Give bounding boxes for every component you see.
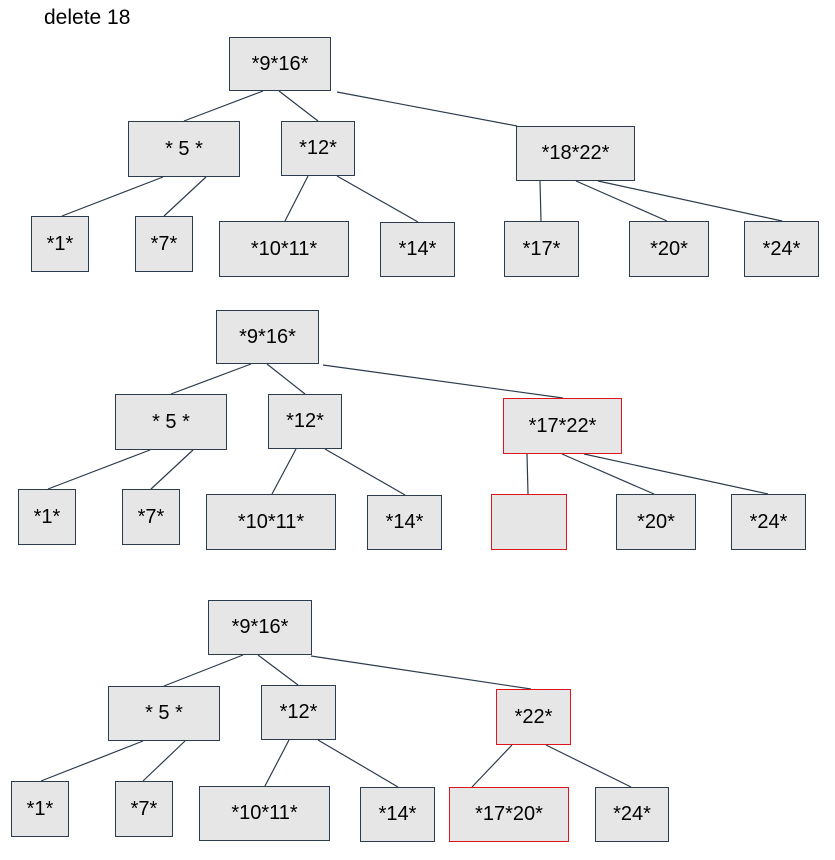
edge [47,449,151,490]
tree3-leaf-node: *7* [115,781,173,837]
edge [163,654,244,687]
tree2-internal-node: *12* [268,394,342,449]
tree3-leaf-node: *14* [360,787,435,842]
edge [170,363,252,395]
edge [310,655,532,690]
edge [278,90,319,122]
tree3-root-node: *9*16* [208,600,312,655]
edge [150,449,194,490]
tree1-leaf-node: *14* [380,222,455,277]
tree1-leaf-node: *17* [504,221,579,277]
edge [336,91,518,127]
tree1-leaf-node: *7* [135,216,193,272]
edge [575,180,668,222]
edge [526,453,529,495]
edge [317,739,399,788]
edge [539,180,542,222]
tree1-internal-node: * 5 * [128,121,240,177]
tree3-internal-node: * 5 * [108,686,220,741]
tree1-internal-node: *12* [281,121,355,176]
tree2-leaf-node: *14* [367,495,442,550]
tree2-internal-node-highlighted: *17*22* [503,398,622,454]
edge [324,448,406,496]
tree2-leaf-node: *10*11* [206,494,336,550]
edge [183,90,264,122]
tree2-root-node: *9*16* [216,310,319,364]
edge [583,453,769,495]
tree1-internal-node: *18*22* [516,126,635,181]
edge [257,654,299,686]
edge [142,740,186,782]
tree1-leaf-node: *1* [31,216,89,272]
edge [597,180,783,222]
tree2-leaf-node: *24* [731,494,806,550]
edge [336,175,419,223]
edge [284,175,309,222]
tree3-leaf-node-highlighted: *17*20* [449,787,569,842]
edge [266,363,306,395]
tree3-leaf-node: *24* [595,787,669,842]
edge [545,744,632,788]
tree1-root-node: *9*16* [229,37,331,91]
tree2-leaf-node: *7* [122,489,180,545]
edge [61,176,164,217]
edge [561,453,655,495]
edge [271,448,297,495]
edge [471,744,513,788]
tree2-internal-node: * 5 * [115,394,227,450]
caption: delete 18 [44,6,131,29]
tree3-leaf-node: *1* [11,781,69,837]
edge [40,740,144,782]
tree2-empty-leaf-node [491,494,567,550]
tree1-leaf-node: *24* [744,221,819,277]
tree3-internal-node-highlighted: *22* [496,689,571,745]
tree3-internal-node: *12* [261,685,336,740]
tree1-leaf-node: *20* [629,221,709,277]
edge [264,739,290,787]
tree2-leaf-node: *20* [616,494,696,550]
tree1-leaf-node: *10*11* [219,221,349,277]
edge [163,176,207,217]
edge [322,364,564,399]
tree3-leaf-node: *10*11* [199,786,330,841]
tree2-leaf-node: *1* [18,489,76,545]
